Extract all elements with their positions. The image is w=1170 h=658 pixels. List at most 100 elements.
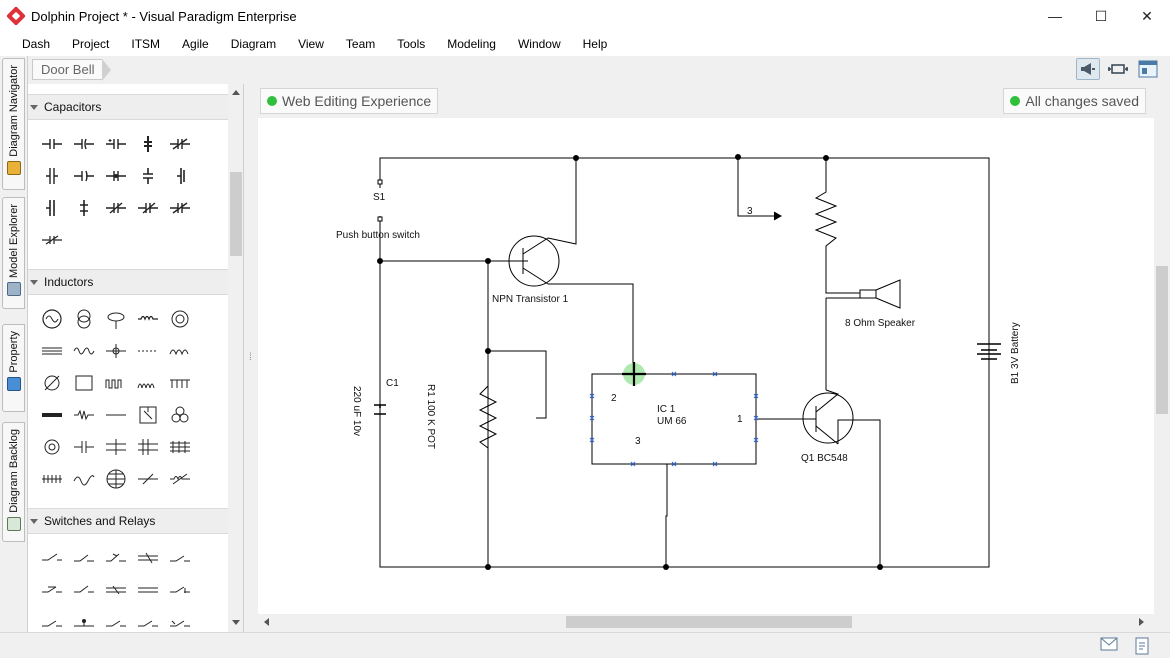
capacitor-tool[interactable] bbox=[36, 224, 68, 256]
inductor-tool[interactable] bbox=[100, 367, 132, 399]
switch-tool[interactable] bbox=[100, 542, 132, 574]
maximize-button[interactable]: ☐ bbox=[1094, 7, 1108, 24]
inductor-tool[interactable] bbox=[164, 335, 196, 367]
inductor-tool[interactable] bbox=[36, 431, 68, 463]
palette-section-switches[interactable]: Switches and Relays bbox=[28, 508, 228, 534]
palette-section-capacitors[interactable]: Capacitors bbox=[28, 94, 228, 120]
switch-tool[interactable] bbox=[164, 542, 196, 574]
minimize-button[interactable]: — bbox=[1048, 8, 1062, 24]
switch-tool[interactable] bbox=[132, 542, 164, 574]
tab-property[interactable]: Property bbox=[2, 324, 25, 412]
inductor-tool[interactable] bbox=[164, 399, 196, 431]
menu-project[interactable]: Project bbox=[72, 37, 110, 51]
announce-button[interactable] bbox=[1076, 58, 1100, 80]
menu-help[interactable]: Help bbox=[582, 37, 608, 51]
inductor-tool[interactable] bbox=[100, 335, 132, 367]
scroll-left-arrow-icon[interactable] bbox=[264, 618, 269, 626]
capacitor-tool[interactable] bbox=[164, 192, 196, 224]
capacitor-tool[interactable] bbox=[36, 128, 68, 160]
capacitor-tool[interactable] bbox=[68, 192, 100, 224]
capacitor-tool[interactable] bbox=[100, 192, 132, 224]
inductor-tool[interactable] bbox=[132, 303, 164, 335]
menu-team[interactable]: Team bbox=[345, 37, 376, 51]
top-resistor[interactable] bbox=[814, 158, 860, 294]
switch-tool[interactable] bbox=[164, 574, 196, 606]
capacitor-tool[interactable] bbox=[36, 192, 68, 224]
inductor-tool[interactable] bbox=[132, 431, 164, 463]
tab-diagram-navigator[interactable]: Diagram Navigator bbox=[2, 58, 25, 190]
canvas-hscroll-thumb[interactable] bbox=[566, 616, 852, 628]
8-ohm-speaker[interactable] bbox=[859, 289, 877, 299]
scroll-right-arrow-icon[interactable] bbox=[1139, 618, 1144, 626]
inductor-tool[interactable] bbox=[164, 431, 196, 463]
diagram-canvas[interactable]: S1 Push button switch NPN Transistor 1 C… bbox=[258, 118, 1154, 614]
inductor-tool[interactable] bbox=[36, 463, 68, 495]
c1-capacitor[interactable] bbox=[374, 404, 386, 415]
capacitor-tool[interactable] bbox=[164, 160, 196, 192]
capacitor-tool[interactable] bbox=[68, 160, 100, 192]
capacitor-tool[interactable] bbox=[36, 160, 68, 192]
inductor-tool[interactable] bbox=[132, 463, 164, 495]
inductor-tool[interactable] bbox=[132, 399, 164, 431]
inductor-tool[interactable] bbox=[68, 367, 100, 399]
palette-section-inductors[interactable]: Inductors bbox=[28, 269, 228, 295]
canvas-vscroll-thumb[interactable] bbox=[1156, 266, 1168, 414]
inductor-tool[interactable] bbox=[164, 367, 196, 399]
inductor-tool[interactable] bbox=[36, 335, 68, 367]
scroll-down-arrow-icon[interactable] bbox=[232, 620, 240, 625]
capacitor-electrolytic-tool[interactable] bbox=[100, 128, 132, 160]
switch-tool[interactable] bbox=[68, 542, 100, 574]
inductor-tool[interactable] bbox=[132, 367, 164, 399]
web-editing-badge[interactable]: Web Editing Experience bbox=[260, 88, 439, 114]
menu-window[interactable]: Window bbox=[517, 37, 561, 51]
capacitor-tool[interactable] bbox=[100, 160, 132, 192]
capacitor-vertical-tool[interactable] bbox=[132, 128, 164, 160]
switch-tool[interactable] bbox=[36, 574, 68, 606]
menu-modeling[interactable]: Modeling bbox=[447, 37, 496, 51]
inductor-tool[interactable] bbox=[100, 463, 132, 495]
close-button[interactable]: ✕ bbox=[1141, 7, 1153, 24]
capacitor-tool[interactable] bbox=[132, 160, 164, 192]
inductor-tool[interactable] bbox=[36, 303, 68, 335]
inductor-tool[interactable] bbox=[68, 431, 100, 463]
inductor-tool[interactable] bbox=[68, 335, 100, 367]
mail-icon[interactable] bbox=[1100, 637, 1118, 651]
tab-diagram-backlog[interactable]: Diagram Backlog bbox=[2, 422, 25, 542]
menu-agile[interactable]: Agile bbox=[182, 37, 209, 51]
switch-tool[interactable] bbox=[36, 606, 68, 632]
switch-tool[interactable] bbox=[100, 606, 132, 632]
inductor-tool[interactable] bbox=[36, 367, 68, 399]
inductor-tool[interactable] bbox=[164, 303, 196, 335]
menu-tools[interactable]: Tools bbox=[397, 37, 426, 51]
menu-itsm[interactable]: ITSM bbox=[131, 37, 161, 51]
switch-tool[interactable] bbox=[132, 574, 164, 606]
tab-model-explorer[interactable]: Model Explorer bbox=[2, 197, 25, 309]
switch-tool[interactable] bbox=[164, 606, 196, 632]
capacitor-polar-tool[interactable] bbox=[68, 128, 100, 160]
panel-splitter[interactable]: ⁞ bbox=[244, 84, 258, 632]
layout-button[interactable] bbox=[1136, 58, 1160, 80]
switch-tool[interactable] bbox=[68, 606, 100, 632]
breadcrumb-door-bell[interactable]: Door Bell bbox=[32, 59, 103, 80]
menu-view[interactable]: View bbox=[298, 37, 324, 51]
palette-scroll-thumb[interactable] bbox=[230, 172, 242, 256]
fit-diagram-button[interactable] bbox=[1106, 58, 1130, 80]
switch-tool[interactable] bbox=[132, 606, 164, 632]
inductor-tool[interactable] bbox=[100, 431, 132, 463]
capacitor-variable-tool[interactable] bbox=[164, 128, 196, 160]
palette-scrollbar[interactable] bbox=[228, 84, 243, 632]
switch-tool[interactable] bbox=[68, 574, 100, 606]
inductor-tool[interactable] bbox=[68, 303, 100, 335]
inductor-tool[interactable] bbox=[132, 335, 164, 367]
q1-bc548-transistor[interactable] bbox=[802, 392, 854, 444]
scroll-up-arrow-icon[interactable] bbox=[232, 90, 240, 95]
inductor-tool[interactable] bbox=[68, 463, 100, 495]
inductor-tool[interactable] bbox=[68, 399, 100, 431]
document-edit-icon[interactable] bbox=[1134, 637, 1150, 655]
inductor-tool[interactable] bbox=[100, 303, 132, 335]
inductor-tool[interactable] bbox=[164, 463, 196, 495]
capacitor-tool[interactable] bbox=[132, 192, 164, 224]
inductor-tool[interactable] bbox=[36, 399, 68, 431]
canvas-vertical-scrollbar[interactable] bbox=[1154, 84, 1170, 614]
menu-dash[interactable]: Dash bbox=[22, 37, 51, 51]
